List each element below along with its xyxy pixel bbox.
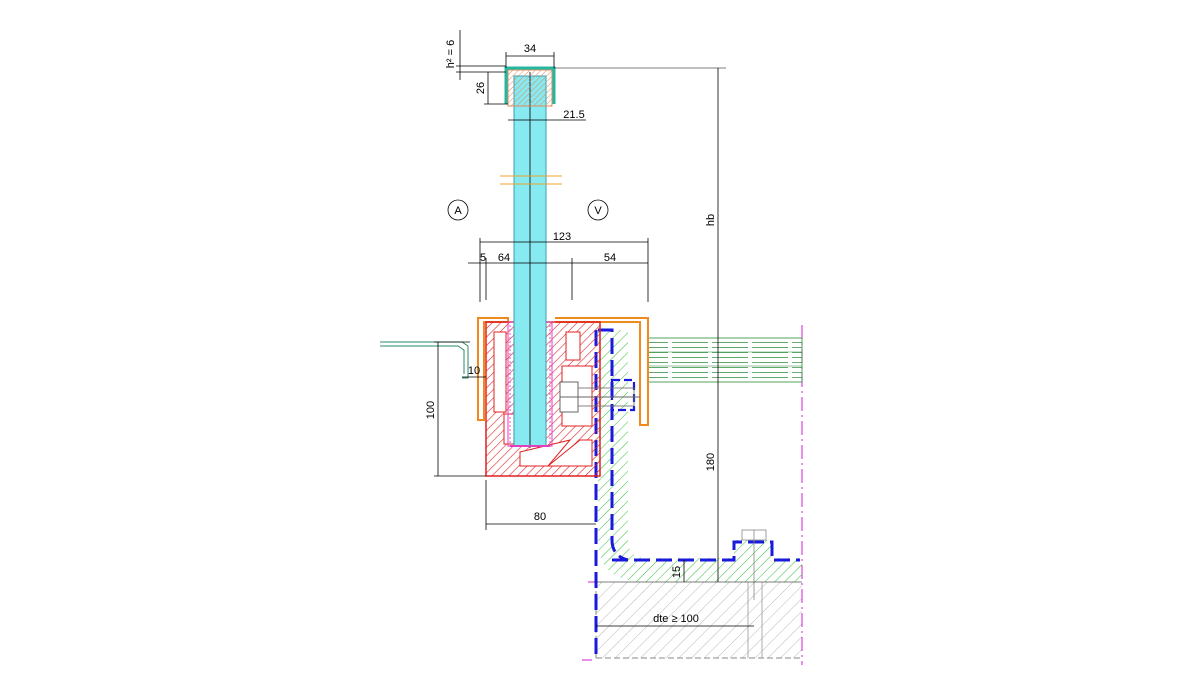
- dim-180-label: 180: [705, 453, 717, 471]
- dim-64-label: 64: [498, 252, 510, 264]
- dim-26-label: 26: [475, 82, 487, 94]
- left-cladding: [380, 341, 469, 379]
- dim-h2-label: h² = 6: [445, 40, 457, 68]
- dim-100-label: 100: [425, 401, 437, 419]
- dim-34-label: 34: [524, 43, 536, 55]
- glass-panel: [500, 72, 562, 448]
- cover-profile: [477, 317, 649, 426]
- handrail-cap: [504, 66, 556, 107]
- zone-v-circle: [587, 199, 609, 221]
- dim-dte-label: dte ≥ 100: [653, 613, 699, 625]
- anchor-bolt: [559, 381, 767, 600]
- dimensions: [434, 30, 802, 627]
- dim-123-label: 123: [553, 231, 571, 243]
- dim-21-5-label: 21.5: [563, 109, 584, 121]
- dim-80-label: 80: [534, 511, 546, 523]
- deck-boards: [647, 337, 803, 383]
- zone-a-label: A: [454, 205, 462, 217]
- zone-v-label: V: [594, 205, 602, 217]
- dim-10-label: 10: [468, 365, 480, 377]
- dim-5-label: 5: [480, 252, 486, 264]
- dim-hb-label: hb: [705, 214, 717, 226]
- concrete-slab: [595, 582, 802, 659]
- zone-a-circle: [447, 199, 469, 221]
- dim-15-label: 15: [671, 566, 683, 578]
- dim-54-label: 54: [604, 252, 616, 264]
